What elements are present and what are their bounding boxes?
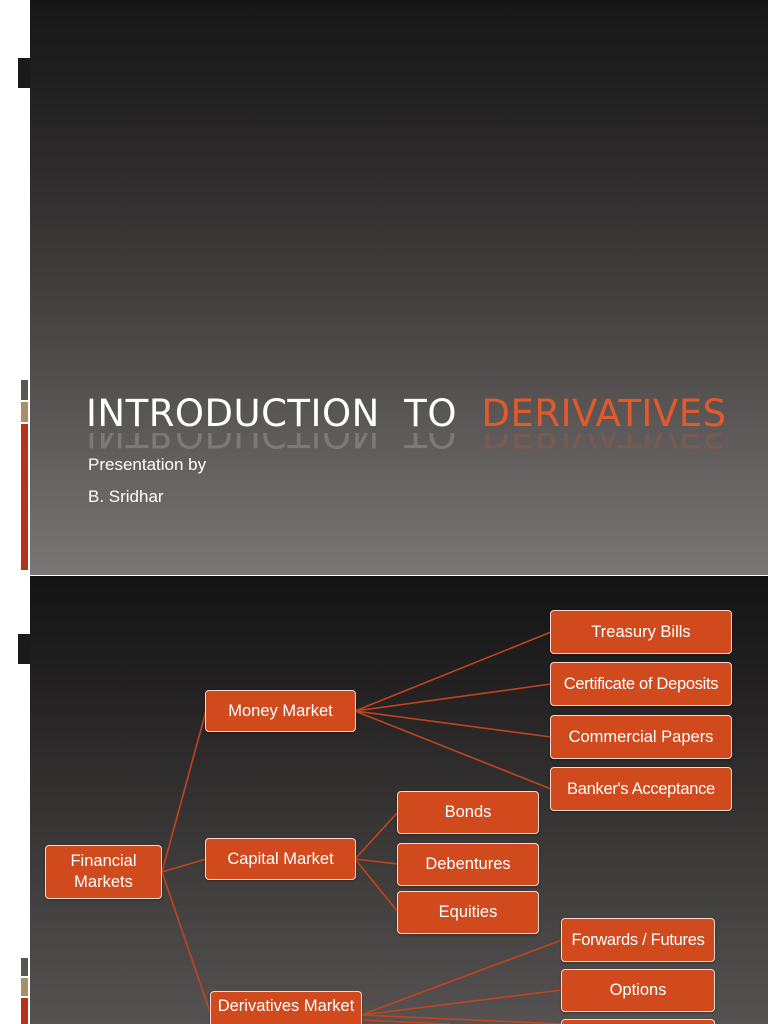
connector-derivatives-extra <box>360 1019 451 1024</box>
title-word-to: TO <box>404 392 458 435</box>
connector-money-cd <box>354 683 552 712</box>
slide2-accent-tan <box>21 978 28 996</box>
connector-derivatives-forwards <box>360 939 563 1016</box>
connector-capital-bonds <box>354 811 399 860</box>
connector-money-cp <box>354 710 552 738</box>
slide1-accent-red <box>21 424 28 570</box>
node-treasury-bills[interactable]: Treasury Bills <box>550 610 732 654</box>
diagram-slide[interactable]: Financial Markets Money Market Capital M… <box>30 576 768 1024</box>
node-money-market[interactable]: Money Market <box>205 690 356 732</box>
node-certificate-of-deposits[interactable]: Certificate of Deposits <box>550 662 732 706</box>
node-forwards-futures[interactable]: Forwards / Futures <box>561 918 715 962</box>
node-derivatives-market[interactable]: Derivatives Market <box>210 991 362 1024</box>
slide2-accent-grey <box>21 958 28 976</box>
slide1-top-marker <box>18 58 30 88</box>
node-bonds[interactable]: Bonds <box>397 791 539 834</box>
connector-root-derivatives <box>161 871 212 1016</box>
slide1-accent-grey <box>21 380 28 400</box>
node-financial-markets[interactable]: Financial Markets <box>45 845 162 899</box>
slide-divider <box>0 575 768 576</box>
connector-derivatives-options <box>360 989 563 1016</box>
node-debentures[interactable]: Debentures <box>397 843 539 886</box>
connector-capital-debentures <box>354 858 399 865</box>
slide1-accent-tan <box>21 402 28 422</box>
node-equities[interactable]: Equities <box>397 891 539 934</box>
slide-title: INTRODUCTION TO DERIVATIVES <box>86 392 766 435</box>
slide2-top-marker <box>18 634 30 664</box>
connector-money-treasury <box>354 631 552 712</box>
connector-capital-equities <box>354 858 399 913</box>
title-reflection: INTRODUCTION TO DERIVATIVES <box>86 433 727 455</box>
connector-root-capital <box>161 858 207 873</box>
node-capital-market[interactable]: Capital Market <box>205 838 356 880</box>
slide2-accent-red <box>21 998 28 1024</box>
title-slide[interactable]: INTRODUCTION TO DERIVATIVES INTRODUCTION… <box>30 0 768 575</box>
node-derivatives-third[interactable] <box>561 1019 715 1024</box>
title-word-introduction: INTRODUCTION <box>86 392 380 435</box>
node-options[interactable]: Options <box>561 969 715 1012</box>
connector-money-ba <box>354 710 552 790</box>
node-commercial-papers[interactable]: Commercial Papers <box>550 715 732 759</box>
title-word-derivatives: DERIVATIVES <box>481 392 727 435</box>
presenter-label: Presentation by <box>88 455 207 474</box>
connector-derivatives-third <box>360 1014 563 1024</box>
presenter-name: B. Sridhar <box>88 487 164 506</box>
diagram-connectors <box>161 631 563 1024</box>
node-bankers-acceptance[interactable]: Banker's Acceptance <box>550 767 732 811</box>
connector-root-money <box>161 710 207 873</box>
